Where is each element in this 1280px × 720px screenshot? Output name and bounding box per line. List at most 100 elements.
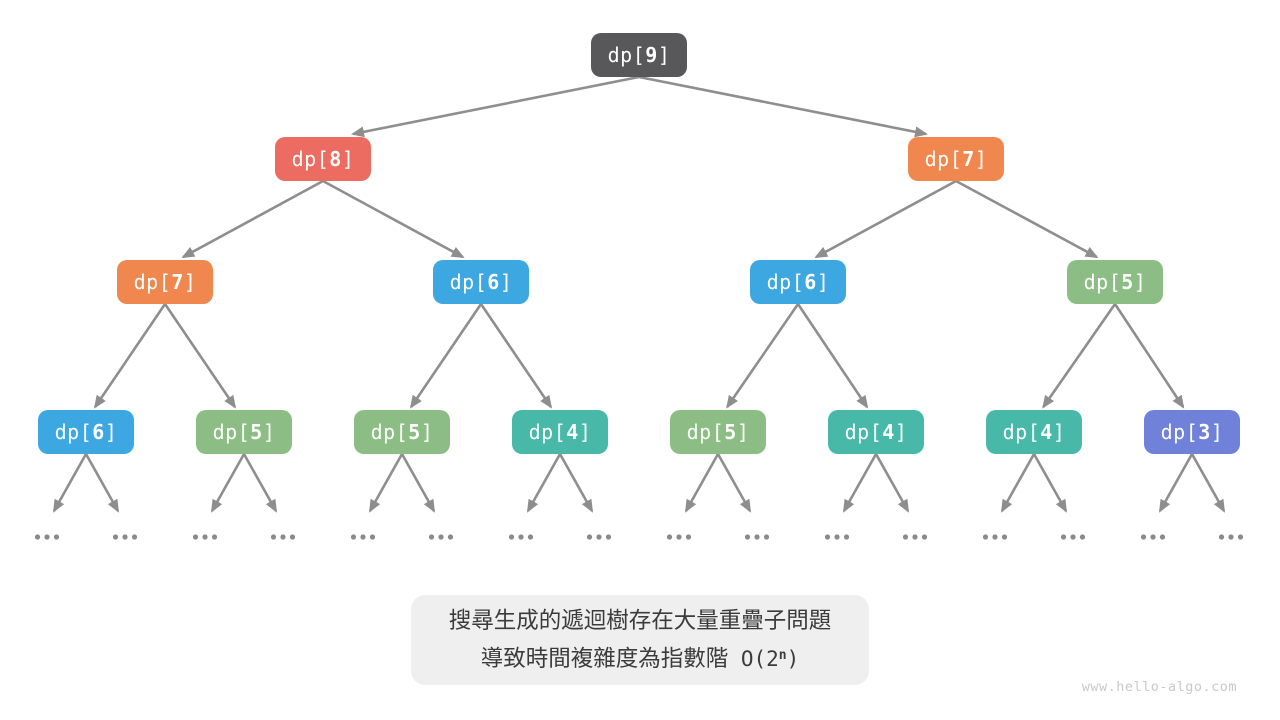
node-label-suffix: ]	[420, 420, 434, 444]
tree-edge-arrow	[1000, 453, 1036, 513]
node-value: 4	[1040, 420, 1053, 444]
tree-node-dp-8: dp[8]	[275, 137, 371, 181]
watermark-url: www.hello-algo.com	[1081, 679, 1237, 695]
tree-edge-arrow	[1190, 453, 1226, 513]
node-label-suffix: ]	[341, 147, 355, 171]
node-label-suffix: ]	[736, 420, 750, 444]
caption-line-1: 搜尋生成的遞迴樹存在大量重疊子問題	[448, 608, 832, 633]
ellipsis-dot	[912, 534, 918, 540]
node-value: 5	[724, 420, 737, 444]
node-value: 6	[92, 420, 105, 444]
tree-edge-arrow	[558, 453, 594, 513]
ellipsis-dot	[131, 534, 138, 540]
node-label-suffix: ]	[262, 420, 276, 444]
node-label-prefix: dp[	[528, 420, 567, 444]
ellipsis-dot	[843, 534, 850, 540]
complexity-exponent: n	[778, 648, 787, 663]
ellipsis-dot	[428, 534, 435, 540]
node-label-prefix: dp[	[291, 147, 330, 171]
ellipsis-dot	[44, 534, 50, 540]
node-value: 6	[487, 270, 500, 294]
tree-edge-arrow	[400, 453, 436, 513]
ellipsis-dot	[1079, 534, 1086, 540]
node-value: 3	[1198, 420, 1211, 444]
ellipsis-dot	[744, 534, 751, 540]
ellipsis-dot	[1228, 534, 1234, 540]
tree-edge-arrow	[52, 453, 88, 513]
ellipsis-dot	[527, 534, 534, 540]
tree-node-dp-4: dp[4]	[512, 410, 608, 454]
tree-edge-arrow	[1032, 453, 1068, 513]
ellipsis-dot	[763, 534, 770, 540]
tree-edge-arrow	[874, 453, 910, 513]
node-value: 5	[250, 420, 263, 444]
ellipsis-dot	[1001, 534, 1008, 540]
ellipsis-dot	[280, 534, 286, 540]
node-label-suffix: ]	[183, 270, 197, 294]
tree-edge-arrow	[1158, 453, 1194, 513]
node-label-prefix: dp[	[54, 420, 93, 444]
node-value: 6	[804, 270, 817, 294]
ellipsis-dot	[1218, 534, 1225, 540]
node-label-suffix: ]	[894, 420, 908, 444]
ellipsis-dot	[53, 534, 60, 540]
tree-edge-arrow	[955, 179, 1099, 259]
tree-edge-arrow	[684, 453, 720, 513]
tree-edge-arrow	[163, 303, 237, 409]
ellipsis-dot	[202, 534, 208, 540]
ellipsis-dot	[1140, 534, 1147, 540]
ellipsis-dot	[676, 534, 682, 540]
ellipsis-dot	[112, 534, 119, 540]
node-label-prefix: dp[	[370, 420, 409, 444]
node-value: 9	[645, 43, 658, 67]
ellipsis-dot	[992, 534, 998, 540]
ellipsis-dot	[360, 534, 366, 540]
node-label-prefix: dp[	[1083, 270, 1122, 294]
node-label-suffix: ]	[657, 43, 671, 67]
tree-edge-arrow	[93, 303, 167, 409]
tree-node-dp-4: dp[4]	[828, 410, 924, 454]
tree-node-dp-5: dp[5]	[196, 410, 292, 454]
node-label-prefix: dp[	[924, 147, 963, 171]
caption-box: 搜尋生成的遞迴樹存在大量重疊子問題 導致時間複雜度為指數階 O(2n)	[411, 595, 869, 685]
ellipsis-dot	[34, 534, 41, 540]
tree-node-dp-5: dp[5]	[670, 410, 766, 454]
tree-edge-arrow	[322, 179, 465, 259]
ellipsis-dot	[586, 534, 593, 540]
node-label-suffix: ]	[499, 270, 513, 294]
ellipsis-dot	[350, 534, 357, 540]
tree-edge-arrow	[242, 453, 278, 513]
ellipsis-dot	[902, 534, 909, 540]
node-label-prefix: dp[	[686, 420, 725, 444]
tree-node-dp-6: dp[6]	[38, 410, 134, 454]
node-label-prefix: dp[	[212, 420, 251, 444]
tree-node-dp-5: dp[5]	[354, 410, 450, 454]
tree-edge-arrow	[638, 75, 928, 138]
ellipsis-dot	[1237, 534, 1244, 540]
node-label-suffix: ]	[1052, 420, 1066, 444]
tree-edge-arrow	[716, 453, 752, 513]
tree-edge-arrow	[526, 453, 562, 513]
tree-edge-arrow	[210, 453, 246, 513]
ellipsis-dot	[1060, 534, 1067, 540]
ellipsis-dot	[447, 534, 454, 540]
tree-edge-arrow	[1113, 303, 1185, 409]
caption-line-2: 導致時間複雜度為指數階 O(2n)	[481, 640, 800, 675]
tree-node-dp-6: dp[6]	[433, 260, 529, 304]
node-label-suffix: ]	[1210, 420, 1224, 444]
ellipsis-dot	[122, 534, 128, 540]
node-value: 4	[566, 420, 579, 444]
node-label-prefix: dp[	[844, 420, 883, 444]
tree-node-dp-6: dp[6]	[750, 260, 846, 304]
ellipsis-dot	[685, 534, 692, 540]
node-label-suffix: ]	[974, 147, 988, 171]
tree-node-dp-4: dp[4]	[986, 410, 1082, 454]
node-label-suffix: ]	[1133, 270, 1147, 294]
ellipsis-dot	[369, 534, 376, 540]
tree-edge-arrow	[796, 303, 869, 409]
ellipsis-dot	[270, 534, 277, 540]
tree-edge-arrow	[814, 179, 957, 259]
node-label-suffix: ]	[578, 420, 592, 444]
ellipsis-dot	[1070, 534, 1076, 540]
node-label-suffix: ]	[816, 270, 830, 294]
